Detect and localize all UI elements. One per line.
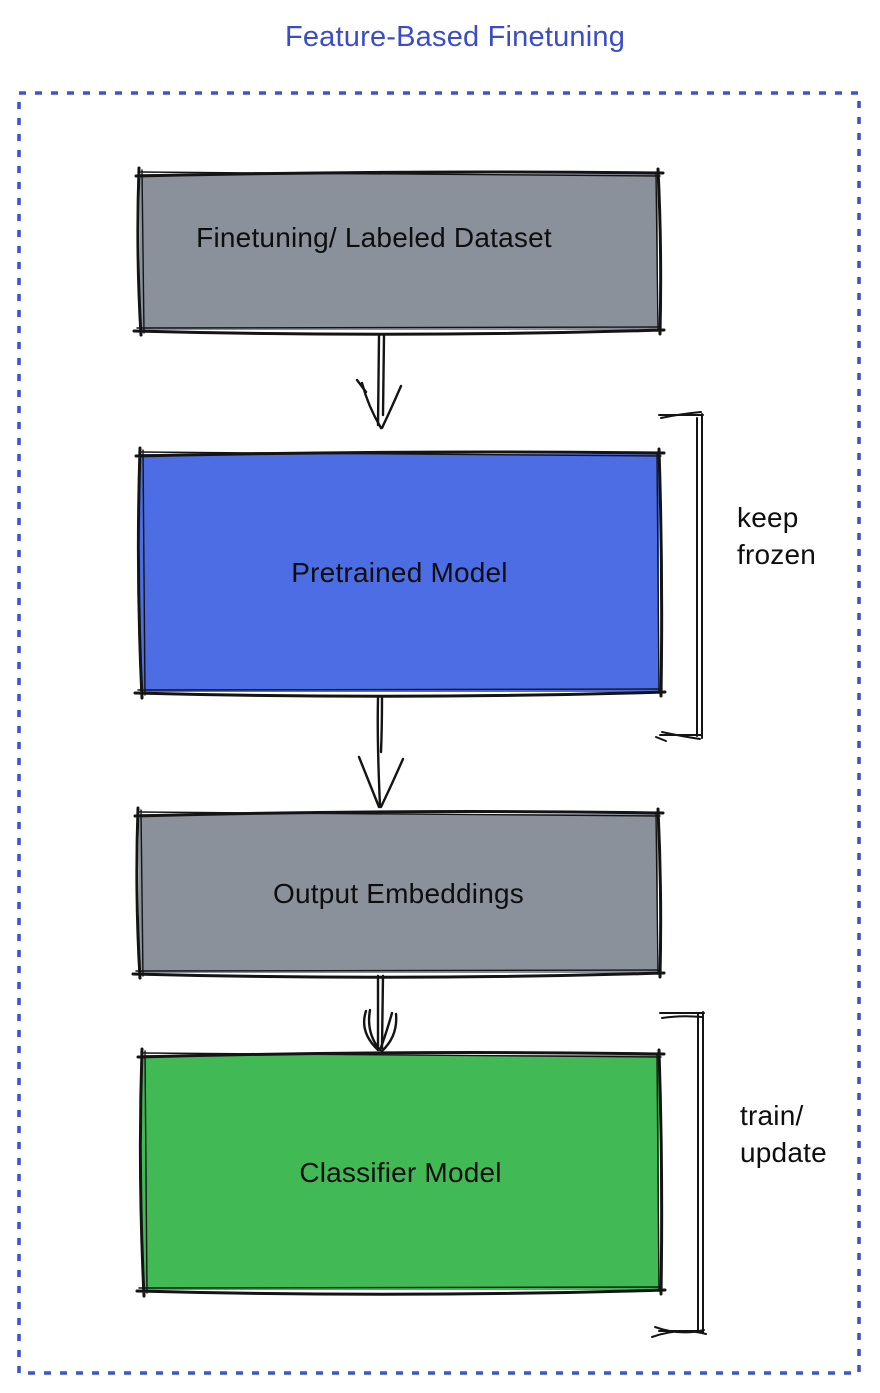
bracket-train-update: [651, 1011, 707, 1338]
node-finetuning-dataset: [140, 174, 658, 330]
node-classifier-model: [142, 1055, 659, 1290]
node-border-pretrained-model: [133, 446, 667, 700]
page-title: Feature-Based Finetuning: [284, 21, 626, 53]
arrow-dataset-to-pretrained: [355, 334, 403, 430]
annotation-train-update: train/ update: [740, 1100, 827, 1168]
node-pretrained-model: [140, 454, 659, 692]
node-border-output-embeddings: [131, 806, 666, 980]
node-border-classifier-model: [135, 1047, 667, 1298]
bracket-keep-frozen: [655, 411, 704, 742]
arrow-embeddings-to-classifier: [362, 974, 398, 1053]
node-output-embeddings: [139, 814, 658, 973]
annotation-keep-frozen: keep frozen: [737, 502, 817, 570]
dashed-frame: [17, 91, 861, 1375]
node-border-finetuning-dataset: [132, 166, 666, 337]
arrow-pretrained-to-embeddings: [357, 696, 405, 809]
